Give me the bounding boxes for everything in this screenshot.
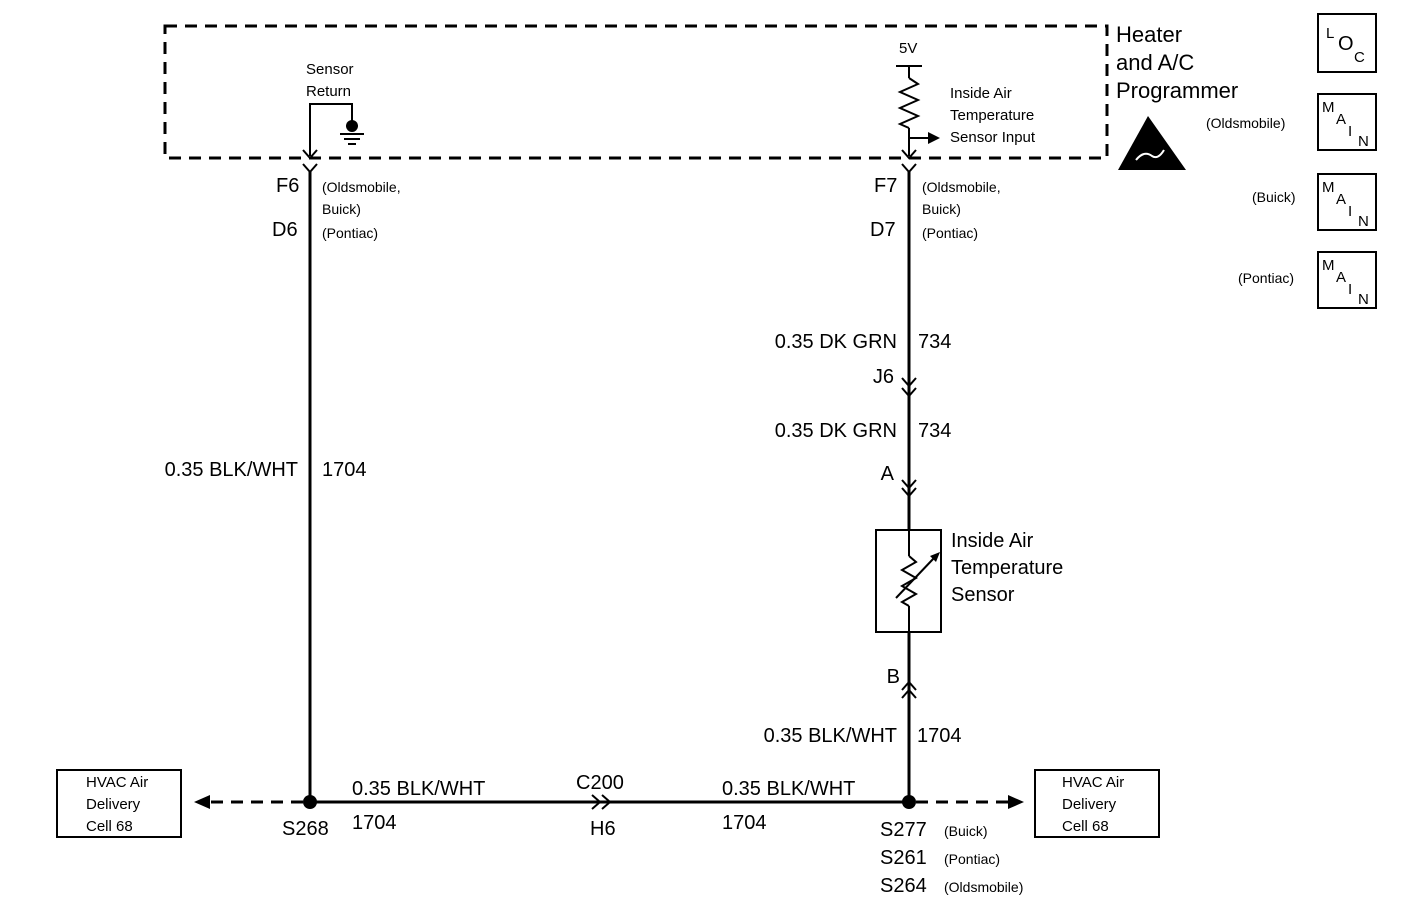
svg-text:(Oldsmobile,: (Oldsmobile, bbox=[322, 179, 401, 195]
svg-text:A: A bbox=[881, 463, 895, 485]
module-title: Heater and A/C Programmer bbox=[1116, 22, 1238, 103]
svg-text:B: B bbox=[887, 666, 900, 688]
svg-text:and A/C: and A/C bbox=[1116, 50, 1194, 75]
splice-right: S277 (Buick) S261 (Pontiac) S264 (Oldsmo… bbox=[880, 795, 1024, 897]
svg-text:1704: 1704 bbox=[722, 812, 767, 834]
svg-text:S268: S268 bbox=[282, 818, 329, 840]
svg-text:M: M bbox=[1322, 179, 1335, 196]
svg-text:(Pontiac): (Pontiac) bbox=[322, 225, 378, 241]
hvac-cell-left: HVAC Air Delivery Cell 68 bbox=[56, 769, 182, 838]
svg-text:A: A bbox=[1336, 269, 1346, 286]
svg-text:(Pontiac): (Pontiac) bbox=[944, 851, 1000, 867]
svg-text:Inside Air: Inside Air bbox=[950, 85, 1012, 102]
svg-text:Buick): Buick) bbox=[922, 201, 961, 217]
svg-text:Delivery: Delivery bbox=[86, 796, 141, 813]
svg-text:I: I bbox=[1348, 123, 1352, 140]
svg-text:Delivery: Delivery bbox=[1062, 796, 1117, 813]
svg-text:(Oldsmobile): (Oldsmobile) bbox=[944, 879, 1023, 895]
svg-text:1704: 1704 bbox=[917, 725, 962, 747]
svg-text:I: I bbox=[1348, 203, 1352, 220]
splice-s268: S268 bbox=[194, 795, 329, 840]
svg-text:(Buick): (Buick) bbox=[944, 823, 988, 839]
svg-text:Heater: Heater bbox=[1116, 22, 1182, 47]
esd-warning-icon bbox=[1118, 116, 1186, 170]
svg-text:O: O bbox=[1338, 33, 1354, 55]
main-badge-pontiac: (Pontiac) M A I N bbox=[1238, 251, 1377, 309]
svg-text:HVAC Air: HVAC Air bbox=[1062, 774, 1124, 791]
svg-text:M: M bbox=[1322, 257, 1335, 274]
svg-text:1704: 1704 bbox=[322, 459, 367, 481]
svg-text:(Oldsmobile): (Oldsmobile) bbox=[1206, 115, 1285, 131]
loc-badge: L O C bbox=[1317, 13, 1377, 73]
svg-text:A: A bbox=[1336, 191, 1346, 208]
left-circuit: F6 (Oldsmobile, Buick) D6 (Pontiac) 0.35… bbox=[165, 149, 401, 802]
svg-text:Buick): Buick) bbox=[322, 201, 361, 217]
svg-text:(Pontiac): (Pontiac) bbox=[1238, 270, 1294, 286]
svg-text:C: C bbox=[1354, 49, 1365, 66]
svg-text:S277: S277 bbox=[880, 819, 927, 841]
svg-text:S264: S264 bbox=[880, 875, 927, 897]
svg-text:S261: S261 bbox=[880, 847, 927, 869]
svg-text:(Buick): (Buick) bbox=[1252, 189, 1296, 205]
svg-text:F7: F7 bbox=[874, 175, 897, 197]
svg-text:734: 734 bbox=[918, 331, 951, 353]
svg-text:0.35 BLK/WHT: 0.35 BLK/WHT bbox=[722, 778, 855, 800]
svg-text:Temperature: Temperature bbox=[950, 107, 1034, 124]
main-badge-oldsmobile: (Oldsmobile) M A I N bbox=[1206, 93, 1377, 151]
ground-bus: 0.35 BLK/WHT 1704 C200 H6 0.35 BLK/WHT 1… bbox=[310, 772, 909, 840]
svg-text:H6: H6 bbox=[590, 818, 616, 840]
svg-text:Programmer: Programmer bbox=[1116, 78, 1238, 103]
svg-text:Cell 68: Cell 68 bbox=[1062, 818, 1109, 835]
svg-text:D6: D6 bbox=[272, 219, 298, 241]
right-ground-circuit: B 0.35 BLK/WHT 1704 bbox=[764, 632, 962, 802]
svg-text:0.35 DK GRN: 0.35 DK GRN bbox=[775, 331, 897, 353]
svg-text:J6: J6 bbox=[873, 366, 894, 388]
svg-text:0.35 BLK/WHT: 0.35 BLK/WHT bbox=[352, 778, 485, 800]
svg-text:0.35 BLK/WHT: 0.35 BLK/WHT bbox=[764, 725, 897, 747]
svg-text:Cell 68: Cell 68 bbox=[86, 818, 133, 835]
svg-text:5V: 5V bbox=[899, 40, 917, 57]
svg-text:Temperature: Temperature bbox=[951, 557, 1063, 579]
sensor-return: Sensor Return bbox=[306, 61, 364, 156]
svg-text:A: A bbox=[1336, 111, 1346, 128]
svg-text:(Pontiac): (Pontiac) bbox=[922, 225, 978, 241]
inside-air-temp-sensor: Inside Air Temperature Sensor bbox=[875, 529, 1063, 633]
right-circuit: F7 (Oldsmobile, Buick) D7 (Pontiac) 0.35… bbox=[775, 149, 1001, 530]
svg-text:Sensor Input: Sensor Input bbox=[950, 129, 1036, 146]
svg-text:N: N bbox=[1358, 133, 1369, 150]
svg-text:(Oldsmobile,: (Oldsmobile, bbox=[922, 179, 1001, 195]
svg-text:0.35 DK GRN: 0.35 DK GRN bbox=[775, 420, 897, 442]
svg-text:L: L bbox=[1326, 25, 1334, 42]
svg-text:I: I bbox=[1348, 281, 1352, 298]
pullup-resistor: 5V Inside Air Temperature Sensor Input bbox=[896, 40, 1036, 156]
svg-text:Inside Air: Inside Air bbox=[951, 530, 1034, 552]
svg-text:Sensor: Sensor bbox=[306, 61, 354, 78]
svg-text:HVAC Air: HVAC Air bbox=[86, 774, 148, 791]
svg-text:N: N bbox=[1358, 291, 1369, 308]
svg-text:0.35 BLK/WHT: 0.35 BLK/WHT bbox=[165, 459, 298, 481]
svg-text:F6: F6 bbox=[276, 175, 299, 197]
main-badge-buick: (Buick) M A I N bbox=[1252, 173, 1377, 231]
module-boundary bbox=[163, 24, 1109, 160]
svg-text:1704: 1704 bbox=[352, 812, 397, 834]
svg-text:M: M bbox=[1322, 99, 1335, 116]
svg-text:Return: Return bbox=[306, 83, 351, 100]
svg-text:734: 734 bbox=[918, 420, 951, 442]
svg-text:C200: C200 bbox=[576, 772, 624, 794]
hvac-cell-right: HVAC Air Delivery Cell 68 bbox=[1034, 769, 1160, 838]
svg-text:Sensor: Sensor bbox=[951, 584, 1015, 606]
svg-text:N: N bbox=[1358, 213, 1369, 230]
svg-text:D7: D7 bbox=[870, 219, 896, 241]
